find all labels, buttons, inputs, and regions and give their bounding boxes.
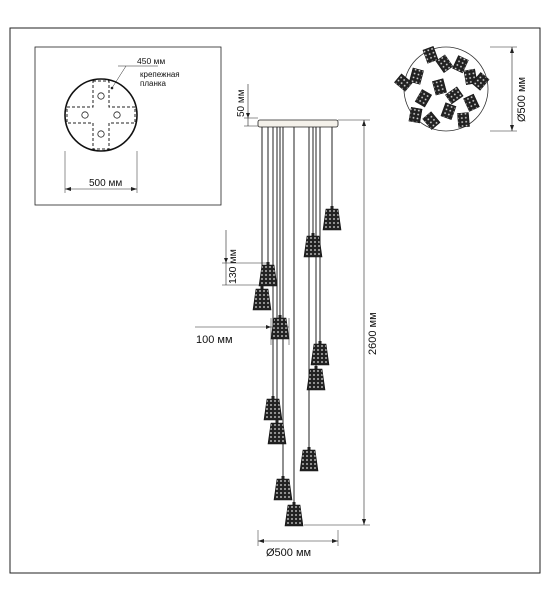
top-view: Ø500 мм <box>394 46 528 132</box>
canopy-height-dimension: 50 мм <box>236 84 258 127</box>
mount-hole-left <box>81 111 89 119</box>
pendant-shade <box>322 205 342 231</box>
ceiling-canopy <box>257 119 339 128</box>
pendant-shade <box>303 232 323 258</box>
top-view-diameter-label: Ø500 мм <box>516 77 528 122</box>
drawing-frame <box>9 27 541 574</box>
pendant-shade <box>252 285 272 311</box>
canopy-diameter-label: Ø500 мм <box>266 547 311 559</box>
plan-width-label: 500 мм <box>89 178 122 189</box>
shade-width-dimension: 100 мм <box>195 318 290 346</box>
mounting-bracket <box>66 80 136 150</box>
pendant-shade <box>258 261 278 287</box>
total-height-label: 2600 мм <box>367 312 379 355</box>
bracket-name-line1: крепежная <box>140 70 180 79</box>
pendant-shade <box>273 475 293 501</box>
pendant-shade <box>310 340 330 366</box>
canopy-diameter-dimension: Ø500 мм <box>257 530 339 559</box>
plan-inset: 450 мм крепежная планка 500 мм <box>34 46 222 206</box>
suspension-cables <box>261 127 333 504</box>
shade-height-label: 130 мм <box>227 249 239 284</box>
bracket-name-line2: планка <box>140 79 167 88</box>
pendant-shade <box>299 446 319 472</box>
pendant-shade <box>267 419 287 445</box>
total-height-dimension: 2600 мм <box>304 119 379 526</box>
mount-hole-top <box>97 92 105 100</box>
pendant-shade <box>263 395 283 421</box>
pendant-shade <box>306 365 326 391</box>
plan-inset-border <box>34 46 222 206</box>
top-view-shades <box>394 46 490 130</box>
canopy-plan-circle <box>64 78 138 152</box>
shade-width-label: 100 мм <box>196 334 233 346</box>
bracket-dimension-label: 450 мм <box>137 56 165 66</box>
mount-hole-bottom <box>97 130 105 138</box>
pendant-shades <box>252 205 342 527</box>
mount-hole-right <box>113 111 121 119</box>
canopy-height-label: 50 мм <box>236 89 247 117</box>
shade-height-dimension: 130 мм <box>222 230 268 286</box>
pendant-shade <box>284 501 304 527</box>
